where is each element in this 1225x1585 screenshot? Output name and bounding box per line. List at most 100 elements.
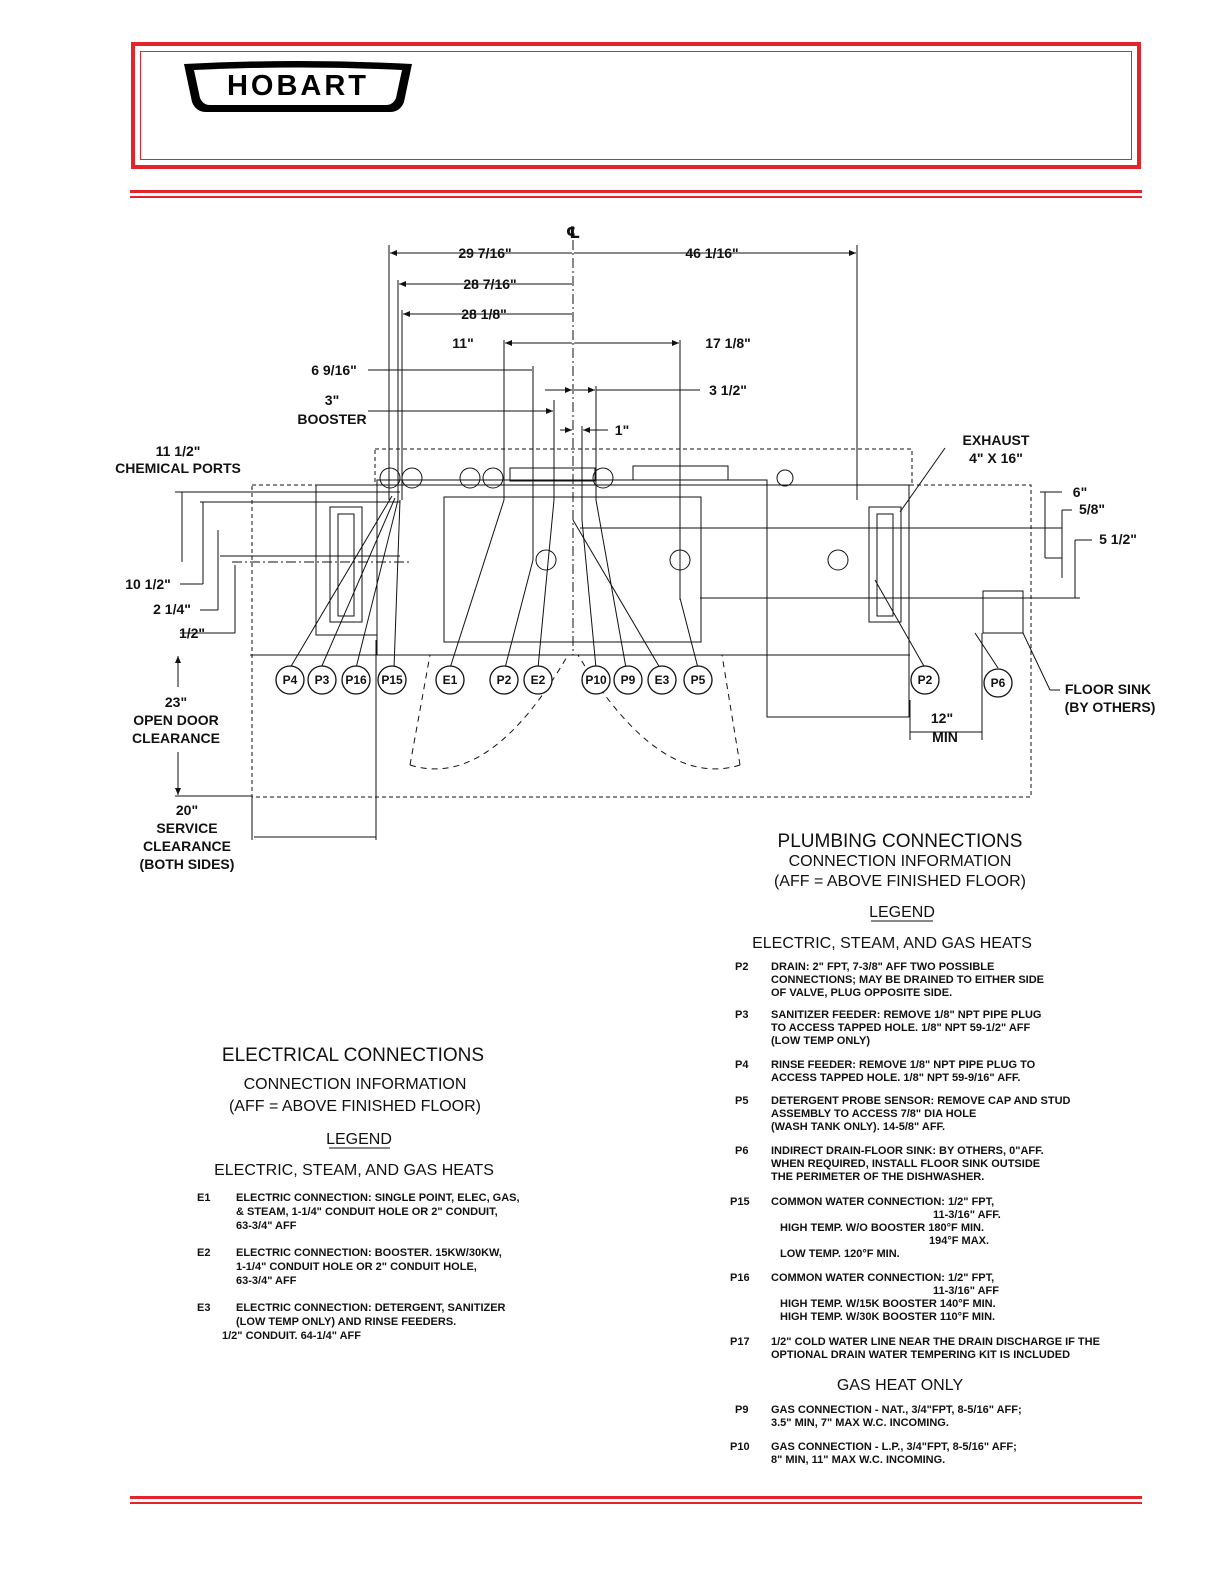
svg-text:TO ACCESS TAPPED HOLE. 1/8" NP: TO ACCESS TAPPED HOLE. 1/8" NPT 59-1/2" … <box>771 1022 1030 1034</box>
electrical-subtitle: CONNECTION INFORMATION <box>244 1076 467 1093</box>
p16-code: P16 <box>730 1272 750 1284</box>
p9-code: P9 <box>735 1404 748 1416</box>
dim-1: 1" <box>615 422 629 438</box>
open-door-clearance-label: CLEARANCE <box>132 730 220 746</box>
svg-text:THE PERIMETER OF THE DISHWASHE: THE PERIMETER OF THE DISHWASHER. <box>771 1171 984 1183</box>
dim-min: MIN <box>932 729 958 745</box>
svg-text:3.5" MIN, 7" MAX W.C. INCOMING: 3.5" MIN, 7" MAX W.C. INCOMING. <box>771 1417 949 1429</box>
dim-booster: BOOSTER <box>297 411 366 427</box>
callout-p5: P5 <box>691 673 706 687</box>
svg-text:RINSE FEEDER: REMOVE 1/8" NPT: RINSE FEEDER: REMOVE 1/8" NPT PIPE PLUG … <box>771 1059 1036 1071</box>
both-sides-label: (BOTH SIDES) <box>140 856 235 872</box>
floor-sink-label: FLOOR SINK <box>1065 681 1151 697</box>
plumbing-legend: LEGEND <box>869 904 935 921</box>
electrical-heats: ELECTRIC, STEAM, AND GAS HEATS <box>214 1162 494 1179</box>
top-dashed-outline <box>374 448 913 486</box>
exhaust-size-label: 4" X 16" <box>969 450 1023 466</box>
p2-code: P2 <box>735 961 748 973</box>
svg-text:HIGH TEMP. W/15K BOOSTER 140°F: HIGH TEMP. W/15K BOOSTER 140°F MIN. <box>780 1298 996 1310</box>
svg-text:OF VALVE, PLUG OPPOSITE SIDE.: OF VALVE, PLUG OPPOSITE SIDE. <box>771 987 952 999</box>
svg-text:SANITIZER FEEDER: REMOVE 1/8": SANITIZER FEEDER: REMOVE 1/8" NPT PIPE P… <box>771 1009 1041 1021</box>
p6-code: P6 <box>735 1145 748 1157</box>
e3-code: E3 <box>197 1302 210 1314</box>
dim-3: 3" <box>325 392 339 408</box>
callout-p6: P6 <box>991 676 1006 690</box>
dim-6: 6" <box>1073 484 1087 500</box>
top-rule-thin <box>130 196 1142 198</box>
e1-code: E1 <box>197 1192 210 1204</box>
floor-sink-by-others: (BY OTHERS) <box>1065 699 1156 715</box>
svg-text:INDIRECT DRAIN-FLOOR SINK: BY: INDIRECT DRAIN-FLOOR SINK: BY OTHERS, 0"… <box>771 1145 1044 1157</box>
logo-text: HOBART <box>226 70 370 102</box>
p4-code: P4 <box>735 1059 749 1071</box>
dim-11-1-2: 11 1/2" <box>156 443 201 459</box>
p17-code: P17 <box>730 1336 750 1348</box>
top-rule <box>130 190 1142 193</box>
svg-text:WHEN REQUIRED, INSTALL FLOOR S: WHEN REQUIRED, INSTALL FLOOR SINK OUTSID… <box>771 1158 1040 1170</box>
p10-code: P10 <box>730 1441 750 1453</box>
plan-drawing: P4 P3 P16 P15 E1 P2 E2 P10 P9 E3 P5 P2 P… <box>115 225 1156 872</box>
svg-text:1-1/4" CONDUIT HOLE OR 2" COND: 1-1/4" CONDUIT HOLE OR 2" CONDUIT HOLE, <box>236 1261 477 1273</box>
dim-3-1-2: 3 1/2" <box>709 382 747 398</box>
service-label: SERVICE <box>156 820 217 836</box>
dim-11: 11" <box>452 335 473 351</box>
callout-p9: P9 <box>621 673 636 687</box>
p5-code: P5 <box>735 1095 748 1107</box>
e2-code: E2 <box>197 1247 210 1259</box>
svg-text:(LOW TEMP ONLY): (LOW TEMP ONLY) <box>771 1035 870 1047</box>
service-clearance-label: CLEARANCE <box>143 838 231 854</box>
callout-p4: P4 <box>283 673 298 687</box>
electrical-subtitle-aff: (AFF = ABOVE FINISHED FLOOR) <box>229 1098 481 1115</box>
svg-text:DETERGENT PROBE SENSOR: REMOVE: DETERGENT PROBE SENSOR: REMOVE CAP AND S… <box>771 1095 1071 1107</box>
svg-text:1/2" CONDUIT. 64-1/4" AFF: 1/2" CONDUIT. 64-1/4" AFF <box>222 1330 361 1342</box>
open-door-label: OPEN DOOR <box>133 712 219 728</box>
dim-28-1-8: 28 1/8" <box>461 306 507 322</box>
centerline-symbol: ℄ <box>566 225 580 242</box>
plumbing-subtitle: CONNECTION INFORMATION <box>789 853 1012 870</box>
exhaust-duct <box>868 506 902 623</box>
gas-heat-title: GAS HEAT ONLY <box>837 1377 964 1394</box>
bottom-rule-thin <box>130 1502 1142 1504</box>
exhaust-label: EXHAUST <box>963 432 1030 448</box>
callout-bubbles <box>275 665 1013 698</box>
dim-23: 23" <box>165 694 187 710</box>
electrical-title: ELECTRICAL CONNECTIONS <box>222 1045 484 1066</box>
p3-code: P3 <box>735 1009 748 1021</box>
dim-5-8: 5/8" <box>1079 501 1105 517</box>
electrical-legend: LEGEND <box>326 1131 392 1148</box>
callout-e2: E2 <box>531 673 546 687</box>
svg-text:ELECTRIC CONNECTION: SINGLE PO: ELECTRIC CONNECTION: SINGLE POINT, ELEC,… <box>236 1192 520 1204</box>
callout-e1: E1 <box>443 673 458 687</box>
header-frame <box>131 42 1141 169</box>
svg-text:COMMON WATER CONNECTION: 1/2": COMMON WATER CONNECTION: 1/2" FPT, <box>771 1196 994 1208</box>
svg-text:HIGH TEMP. W/30K BOOSTER 110°F: HIGH TEMP. W/30K BOOSTER 110°F MIN. <box>780 1311 995 1323</box>
svg-text:ASSEMBLY TO ACCESS 7/8" DIA HO: ASSEMBLY TO ACCESS 7/8" DIA HOLE <box>771 1108 976 1120</box>
callout-p15: P15 <box>381 673 403 687</box>
svg-text:ELECTRIC CONNECTION: BOOSTER.: ELECTRIC CONNECTION: BOOSTER. 15KW/30KW, <box>236 1247 502 1259</box>
dim-10-1-2: 10 1/2" <box>125 576 171 592</box>
svg-text:CONNECTIONS; MAY BE DRAINED TO: CONNECTIONS; MAY BE DRAINED TO EITHER SI… <box>771 974 1044 986</box>
svg-text:DRAIN: 2" FPT, 7-3/8" AFF TWO: DRAIN: 2" FPT, 7-3/8" AFF TWO POSSIBLE <box>771 961 994 973</box>
dim-1-2: 1/2" <box>179 625 205 641</box>
svg-text:1/2" COLD WATER LINE NEAR THE: 1/2" COLD WATER LINE NEAR THE DRAIN DISC… <box>771 1336 1100 1348</box>
dim-12: 12" <box>931 710 953 726</box>
callout-p2-right: P2 <box>918 673 933 687</box>
svg-text:(WASH TANK ONLY). 14-5/8" AFF.: (WASH TANK ONLY). 14-5/8" AFF. <box>771 1121 945 1133</box>
plumbing-subtitle-aff: (AFF = ABOVE FINISHED FLOOR) <box>774 873 1026 890</box>
clearance-outline <box>251 484 1032 798</box>
svg-text:(LOW TEMP ONLY) AND RINSE FEED: (LOW TEMP ONLY) AND RINSE FEEDERS. <box>236 1316 456 1328</box>
hobart-logo: HOBART <box>182 60 414 114</box>
callout-p10: P10 <box>585 673 607 687</box>
svg-text:COMMON WATER CONNECTION: 1/2": COMMON WATER CONNECTION: 1/2" FPT, <box>771 1272 994 1284</box>
dim-6-9-16: 6 9/16" <box>311 362 357 378</box>
dim-29-7-16: 29 7/16" <box>458 245 511 261</box>
callout-p16: P16 <box>345 673 367 687</box>
dim-46-1-16: 46 1/16" <box>685 245 738 261</box>
svg-text:ACCESS TAPPED HOLE. 1/8" NPT 5: ACCESS TAPPED HOLE. 1/8" NPT 59-9/16" AF… <box>771 1072 1020 1084</box>
svg-text:63-3/4" AFF: 63-3/4" AFF <box>236 1275 297 1287</box>
svg-text:HIGH TEMP. W/O BOOSTER 180°F M: HIGH TEMP. W/O BOOSTER 180°F MIN. <box>780 1222 984 1234</box>
svg-text:LOW TEMP. 120°F MIN.: LOW TEMP. 120°F MIN. <box>780 1248 900 1260</box>
dim-5-1-2: 5 1/2" <box>1099 531 1137 547</box>
svg-text:GAS CONNECTION - NAT., 3/4"FPT: GAS CONNECTION - NAT., 3/4"FPT, 8-5/16" … <box>771 1404 1022 1416</box>
